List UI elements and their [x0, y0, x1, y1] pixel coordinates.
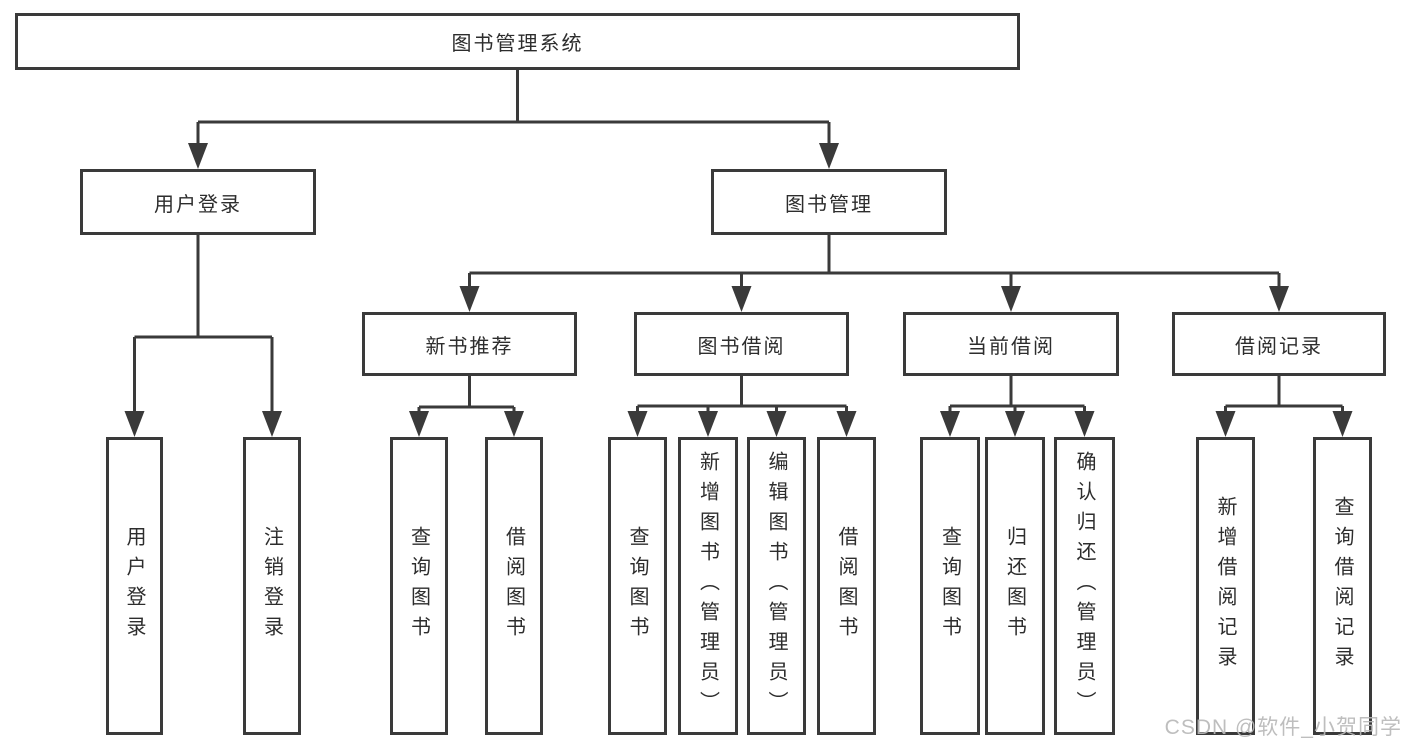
node-new-book-recommendation: 新书推荐 [362, 312, 577, 376]
leaf-borrow-books-2-label: 借阅图书 [835, 526, 857, 646]
leaf-borrow-books-1-label: 借阅图书 [502, 526, 525, 646]
node-user-login-label: 用户登录 [154, 193, 242, 216]
node-book-borrowing-label: 图书借阅 [697, 335, 786, 358]
node-root: 图书管理系统 [15, 13, 1020, 70]
connector-borrowing-records-branch [1215, 376, 1353, 437]
leaf-user-login: 用户登录 [106, 437, 163, 735]
connector-book-management-to-level3 [459, 235, 1289, 312]
leaf-return-books-label: 归还图书 [1003, 526, 1026, 646]
leaf-query-books-3-label: 查询图书 [938, 526, 961, 646]
connector-user-login-branch [124, 235, 282, 437]
node-user-login: 用户登录 [80, 169, 316, 235]
leaf-query-books-2: 查询图书 [608, 437, 667, 735]
connector-root-to-level2 [188, 70, 839, 169]
leaf-add-books-admin-label: 新增图书（管理员） [696, 451, 719, 721]
node-book-management: 图书管理 [711, 169, 947, 235]
leaf-edit-books-admin: 编辑图书（管理员） [747, 437, 806, 735]
csdn-watermark: CSDN @软件_小贺同学 [1164, 716, 1402, 739]
leaf-user-login-label: 用户登录 [123, 526, 145, 646]
leaf-add-books-admin: 新增图书（管理员） [678, 437, 738, 735]
leaf-borrow-books-1: 借阅图书 [485, 437, 543, 735]
leaf-add-borrow-record-label: 新增借阅记录 [1214, 496, 1236, 676]
node-borrowing-records: 借阅记录 [1172, 312, 1386, 376]
leaf-confirm-return-admin-label: 确认归还（管理员） [1073, 451, 1095, 721]
leaf-edit-books-admin-label: 编辑图书（管理员） [765, 451, 787, 721]
leaf-query-borrow-record: 查询借阅记录 [1313, 437, 1372, 735]
node-current-borrowing-label: 当前借阅 [967, 335, 1055, 358]
leaf-query-borrow-record-label: 查询借阅记录 [1331, 496, 1353, 676]
leaf-return-books: 归还图书 [985, 437, 1045, 735]
node-book-borrowing: 图书借阅 [634, 312, 849, 376]
leaf-query-books-3: 查询图书 [920, 437, 980, 735]
leaf-query-books-1: 查询图书 [390, 437, 448, 735]
leaf-query-books-1-label: 查询图书 [407, 526, 430, 646]
leaf-borrow-books-2: 借阅图书 [817, 437, 876, 735]
connector-new-book-branch [409, 376, 524, 437]
leaf-logout: 注销登录 [243, 437, 301, 735]
connector-current-borrowing-branch [940, 376, 1095, 437]
connector-book-borrowing-branch [627, 376, 857, 437]
node-borrowing-records-label: 借阅记录 [1235, 335, 1323, 358]
node-new-book-recommendation-label: 新书推荐 [425, 335, 514, 358]
node-book-management-label: 图书管理 [785, 193, 873, 216]
leaf-logout-label: 注销登录 [260, 526, 283, 646]
leaf-query-books-2-label: 查询图书 [626, 526, 648, 646]
node-current-borrowing: 当前借阅 [903, 312, 1119, 376]
leaf-confirm-return-admin: 确认归还（管理员） [1054, 437, 1115, 735]
node-root-label: 图书管理系统 [451, 33, 584, 55]
leaf-add-borrow-record: 新增借阅记录 [1196, 437, 1255, 735]
